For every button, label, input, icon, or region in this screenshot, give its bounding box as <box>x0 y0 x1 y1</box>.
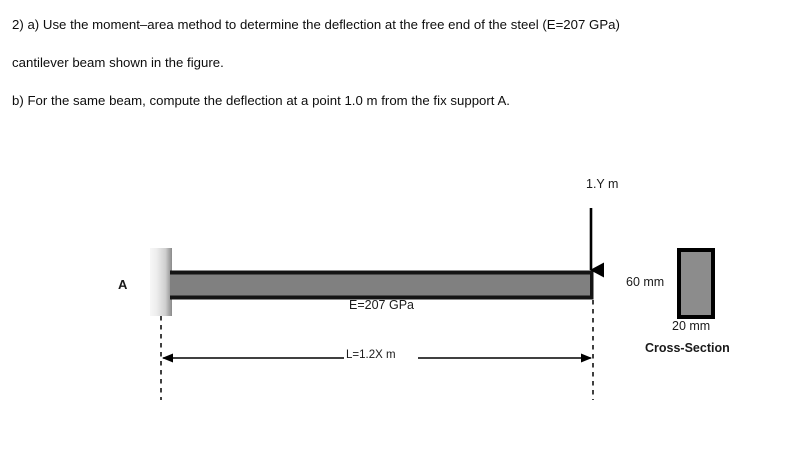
beam-diagram-svg <box>150 208 715 400</box>
modulus-label: E=207 GPa <box>349 298 414 312</box>
question-line-1: 2) a) Use the moment–area method to dete… <box>12 17 620 32</box>
question-line-3: b) For the same beam, compute the deflec… <box>12 93 510 108</box>
beam-top-edge <box>170 270 593 275</box>
cross-section-title: Cross-Section <box>645 341 730 355</box>
section-width-label: 20 mm <box>672 319 711 333</box>
question-text-block: 2) a) Use the moment–area method to dete… <box>12 6 782 120</box>
cross-section-rect <box>677 248 715 319</box>
load-magnitude-label: 1.Y m <box>586 177 619 191</box>
span-length-label: L=1.2X m <box>345 349 397 361</box>
beam-bottom-edge <box>170 295 593 300</box>
beam-figure: A E=207 GPa L=1.2X m 1.Y m 60 mm 20 mm C… <box>0 150 795 455</box>
fixed-support-wall <box>150 248 172 316</box>
section-height-label: 60 mm <box>626 275 665 289</box>
beam-body <box>170 272 593 298</box>
question-line-2: cantilever beam shown in the figure. <box>12 55 224 70</box>
support-label-a: A <box>118 277 128 292</box>
beam-right-edge <box>590 270 594 300</box>
